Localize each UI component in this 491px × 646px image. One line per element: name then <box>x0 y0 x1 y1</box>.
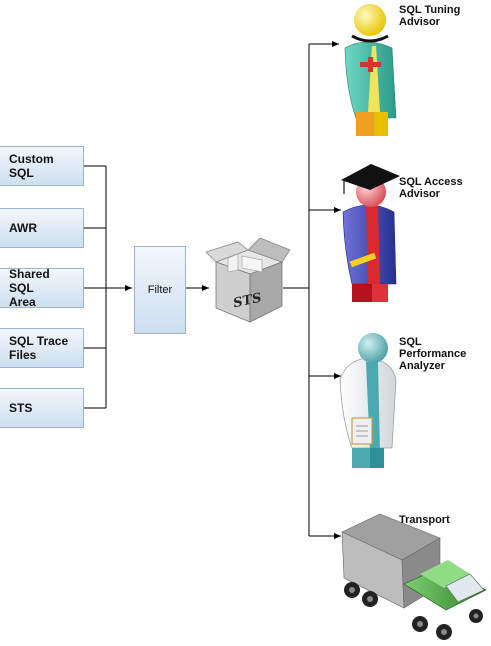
sts-box-icon: STS <box>205 237 291 323</box>
source-sql-trace-files: SQL Trace Files <box>0 328 84 368</box>
source-label: SQL Trace Files <box>9 334 69 362</box>
source-connectors <box>84 41 341 539</box>
truck-icon <box>341 513 487 640</box>
target-label-sql-tuning-advisor: SQL Tuning Advisor <box>399 4 461 28</box>
target-label-sql-access-advisor: SQL Access Advisor <box>399 176 463 200</box>
source-custom-sql: Custom SQL <box>0 146 84 186</box>
target-label-sql-performance-analyzer: SQL Performance Analyzer <box>399 336 467 372</box>
lab-coat-icon <box>339 333 397 468</box>
target-label-transport: Transport <box>399 514 450 526</box>
source-sts: STS <box>0 388 84 428</box>
graduate-icon <box>341 164 400 302</box>
source-label: AWR <box>9 221 37 235</box>
source-shared-sql-area: Shared SQL Area <box>0 267 84 309</box>
source-awr: AWR <box>0 208 84 248</box>
doctor-icon <box>344 4 397 136</box>
sts-box-label: STS <box>232 291 263 312</box>
source-label: Custom SQL <box>9 152 54 180</box>
filter-label: Filter <box>147 284 173 296</box>
source-label: Shared SQL Area <box>9 267 50 309</box>
source-label: STS <box>9 401 33 415</box>
filter-box: Filter <box>134 246 186 334</box>
